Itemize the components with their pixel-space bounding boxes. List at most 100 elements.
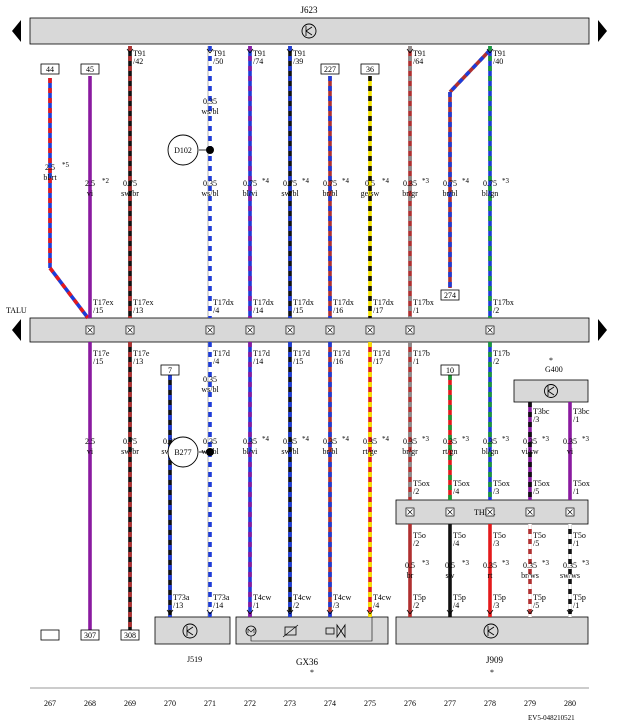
pin-position: /40 [493,57,503,66]
pin-tick [246,48,251,54]
pin-position: /64 [413,57,423,66]
upper-connector-label: T17dx [293,298,314,307]
pin-position: /14 [253,306,263,315]
wire-size: 2.5 [85,437,95,446]
wire-color-code: sw [446,571,455,580]
wire-color-code: sw/br [121,447,139,456]
wire-footnote: *4 [462,177,470,185]
wire-color-code: ws/bl [201,385,219,394]
wire-color-code: br [407,571,414,580]
splice-label: B277 [174,448,191,457]
pin-position: /1 [573,415,579,424]
connector-pin-mark [407,327,413,333]
upper-connector-label: T17ex [93,298,113,307]
pin-position: /14 [213,601,223,610]
top-pin-label: T91 [213,49,226,58]
wire-color-code: bl/rt [43,173,57,182]
wire-size: 0.35 [283,437,297,446]
pin-position: /17 [373,306,383,315]
pin-position: /3 [493,601,499,610]
sensor-symbol-icon [544,384,558,398]
wire-color-code: br/gr [402,447,418,456]
pin-position: /1 [573,539,579,548]
wire-footnote: *3 [422,435,430,443]
bottom-pin-label: T4cw [373,593,391,602]
pin-tick [129,48,134,54]
reference-box [80,63,100,75]
pin-tick [529,609,534,615]
thrr-top-pin-label: T5ox [573,479,590,488]
pin-position: /50 [213,57,223,66]
thrr-bottom-pin-label: T5o [533,531,546,540]
pin-position: /2 [413,539,419,548]
top-pin-label: T91 [253,49,266,58]
pin-position: /1 [253,601,259,610]
pin-position: /15 [93,357,103,366]
pin-tick [406,48,411,54]
pin-tick [486,609,491,615]
reference-number: 227 [324,65,336,74]
pin-tick [406,609,411,615]
wire-size: 0.75 [483,179,497,188]
column-number: 271 [204,699,216,708]
wires-layer [48,46,572,630]
gx36-label: GX36 [296,657,318,667]
reference-box [440,289,460,301]
wire-footnote: *3 [502,559,510,567]
column-number: 278 [484,699,496,708]
connector-pin-mark [487,327,493,333]
wire-stripe [48,266,90,320]
arrow-right-mid-icon [598,319,607,341]
wire-color-code: vi [567,447,574,456]
pin-position: /16 [333,357,343,366]
pin-tick [169,609,174,615]
reference-number: 307 [84,631,96,640]
wire-color-code: sw/br [121,189,139,198]
top-pin-label: T91 [413,49,426,58]
wire-size: 0.35 [363,437,377,446]
upper-connector-label: T17bx [413,298,434,307]
pin-tick [206,609,211,615]
reference-box [80,629,100,641]
pin-tick [489,48,494,54]
pin-position: /2 [413,487,419,496]
lower-connector-label: T17d [373,349,390,358]
g400-pin-label: T3bc [533,407,550,416]
column-number: 270 [164,699,176,708]
wire-color-code: sw/ws [560,571,580,580]
wire-size: 0.35 [203,375,217,384]
wire-size: 0.35 [203,437,217,446]
pin-position: /4 [373,601,379,610]
pin-position: /13 [173,601,183,610]
pin-position: /1 [413,306,419,315]
wire-size: 0.35 [203,97,217,106]
pin-tick [409,609,414,615]
wire-size: 0.5 [445,561,455,570]
bottom-pin-label: T73a [213,593,230,602]
wire-footnote: *4 [342,435,350,443]
column-number: 269 [124,699,136,708]
wire-size: 0.75 [123,437,137,446]
column-number: 268 [84,699,96,708]
bottom-pin-label: T5p [493,593,506,602]
wire-size: 0.75 [123,179,137,188]
pin-position: /4 [453,539,459,548]
pin-position: /4 [213,306,219,315]
thrr-bottom-pin-label: T5o [493,531,506,540]
connector-pin-mark [527,509,533,515]
column-number: 280 [564,699,576,708]
wire-color-code: br/bl [442,189,458,198]
thrr-top-pin-label: T5ox [413,479,430,488]
pin-tick [449,609,454,615]
bottom-pin-label: T5p [453,593,466,602]
wire-color-code: br/ws [521,571,539,580]
column-number: 274 [324,699,336,708]
bottom-pin-label: T4cw [253,593,271,602]
connector-bar-thrr: THRR [395,499,589,525]
bottom-pin-label: T5p [413,593,426,602]
reference-number: 7 [168,366,172,375]
component-j519: J519 [154,616,231,664]
wire-footnote: *3 [502,177,510,185]
pin-position: /3 [533,415,539,424]
wire-size: 0.75 [283,179,297,188]
